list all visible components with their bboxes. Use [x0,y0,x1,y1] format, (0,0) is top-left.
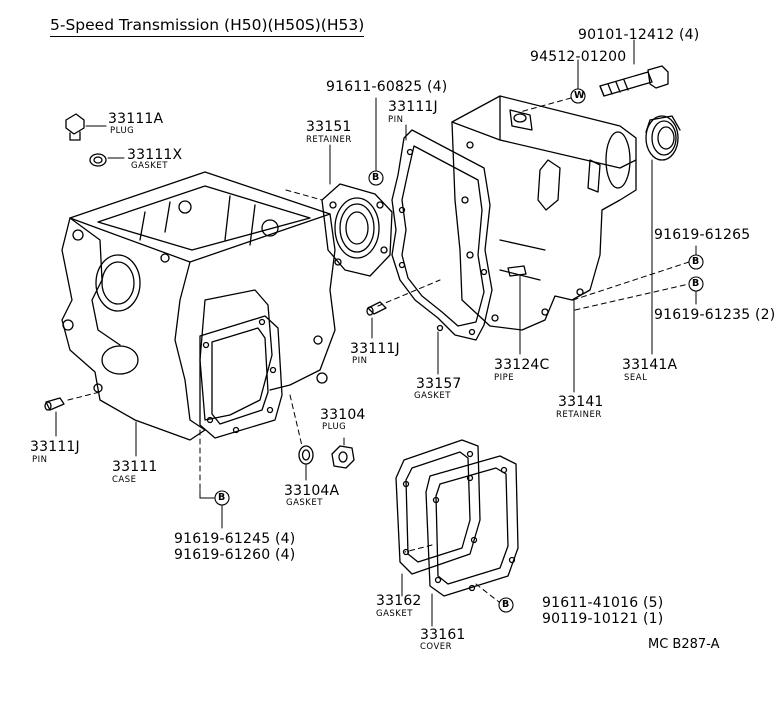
marker-b: B [372,172,380,183]
plug-33104-drawing [298,437,355,481]
marker-b: B [502,599,510,610]
part-name-plug-33104: PLUG [322,422,347,432]
bolt-90101-drawing [599,39,669,97]
part-name-pin-left: PIN [32,455,48,465]
oil-seal-drawing [645,115,681,355]
part-number-33104: 33104 [320,407,366,423]
part-name-case: CASE [112,475,137,485]
pin-middle-drawing [366,301,387,339]
part-number-33141a: 33141A [622,357,678,373]
part-number-91619-61235: 91619-61235 (2) [654,307,776,323]
part-number-90101: 90101-12412 (4) [578,27,700,43]
diagram-title: 5-Speed Transmission (H50)(H50S)(H53) [50,17,365,37]
drawing-reference: MC B287-A [648,637,720,652]
part-number-90119-10121: 90119-10121 (1) [542,611,664,627]
part-number-91611-60825: 91611-60825 (4) [326,79,448,95]
part-number-33151: 33151 [306,119,352,135]
front-retainer-drawing [321,144,393,277]
part-name-pin-middle: PIN [352,356,368,366]
part-number-33162: 33162 [376,593,422,609]
part-name-pin-top: PIN [388,115,404,125]
side-cover-drawing [425,455,519,627]
part-name-gasket-33104a: GASKET [286,498,323,508]
part-name-gasket-33157: GASKET [414,391,451,401]
washer-marker [519,59,586,113]
cover-gasket-drawing [395,439,481,597]
rear-retainer-drawing [451,95,637,393]
part-number-33157: 33157 [416,376,462,392]
marker-b: B [692,256,700,267]
part-name-gasket-33111x: GASKET [131,161,168,171]
part-name-cover: COVER [420,642,453,652]
plug-33111a-drawing [65,113,107,141]
marker-w: W [574,90,585,101]
part-number-33124c: 33124C [494,357,550,373]
part-name-gasket-33162: GASKET [376,609,413,619]
part-name-retainer-front: RETAINER [306,135,352,145]
part-name-retainer-rear: RETAINER [556,410,602,420]
part-number-33111x: 33111X [127,147,183,163]
part-number-33111a: 33111A [108,111,164,127]
part-number-33111: 33111 [112,459,158,475]
part-name-seal: SEAL [624,373,648,383]
bolt-markers-right [572,245,704,311]
part-number-94512: 94512-01200 [530,49,627,65]
part-number-91619-61260: 91619-61260 (4) [174,547,296,563]
part-name-pipe: PIPE [494,373,515,383]
part-number-33161: 33161 [420,627,466,643]
case-leader-lines [67,391,303,491]
bolt-marker-cover [475,583,514,613]
marker-b: B [692,278,700,289]
part-number-33111j-left: 33111J [30,439,80,455]
bolt-marker-retainer [368,97,384,186]
part-number-91619-61245: 91619-61245 (4) [174,531,296,547]
part-number-91611-41016: 91611-41016 (5) [542,595,664,611]
part-number-33111j-middle: 33111J [350,341,400,357]
part-number-33111j-top: 33111J [388,99,438,115]
part-name-plug-33111a: PLUG [110,126,135,136]
part-number-33141: 33141 [558,394,604,410]
transmission-case [61,171,336,441]
marker-b: B [218,492,226,503]
part-number-91619-61265: 91619-61265 [654,227,751,243]
gasket-33111x-drawing [89,153,125,167]
rear-gasket-drawing [391,124,493,375]
pin-left-drawing [44,397,65,437]
part-number-33104a: 33104A [284,483,340,499]
